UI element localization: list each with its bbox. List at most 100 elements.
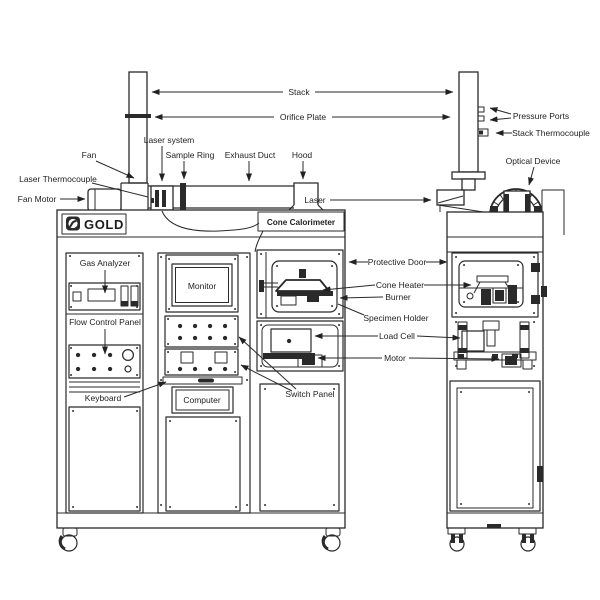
front-casters xyxy=(58,527,341,552)
svg-text:Switch Panel: Switch Panel xyxy=(285,389,334,399)
svg-text:Gas Analyzer: Gas Analyzer xyxy=(80,258,131,268)
stack-right xyxy=(451,71,489,191)
label-sample-ring: Sample Ring xyxy=(166,150,215,180)
optical-device-dome xyxy=(489,188,565,235)
label-burner: Burner xyxy=(339,292,411,302)
label-load-cell: Load Cell xyxy=(314,331,461,341)
door-hinge-upper xyxy=(531,263,540,272)
flow-knob-small xyxy=(124,365,132,373)
label-keyboard: Keyboard xyxy=(85,381,167,403)
fan-motor-body xyxy=(87,188,122,212)
load-cell-side xyxy=(461,330,485,352)
side-view xyxy=(436,71,565,552)
front-cabinet xyxy=(56,209,346,529)
brand-text: GOLD xyxy=(84,217,124,232)
left-column xyxy=(65,252,144,514)
front-view: GOLD Cone Calorimeter xyxy=(56,71,346,552)
svg-text:Stack: Stack xyxy=(288,87,310,97)
label-stack-thermocouple: Stack Thermocouple xyxy=(495,128,590,138)
title-text: Cone Calorimeter xyxy=(267,218,336,227)
side-chamber xyxy=(451,252,547,370)
label-laser-thermocouple: Laser Thermocouple xyxy=(19,174,149,198)
svg-text:Protective Door: Protective Door xyxy=(368,257,427,267)
title-box: Cone Calorimeter xyxy=(257,211,345,232)
door-hinge-lower xyxy=(531,295,540,304)
label-exhaust-duct: Exhaust Duct xyxy=(225,150,276,182)
svg-text:Specimen Holder: Specimen Holder xyxy=(363,313,428,323)
monitor-screen xyxy=(175,267,229,303)
label-motor: Motor xyxy=(317,353,500,363)
label-flow-control-panel: Flow Control Panel xyxy=(69,317,141,355)
svg-text:Load Cell: Load Cell xyxy=(379,331,415,341)
svg-text:Fan: Fan xyxy=(82,150,97,160)
protective-door-side xyxy=(458,260,524,308)
keyboard-tray xyxy=(162,376,243,385)
laser-system-device xyxy=(150,185,174,211)
svg-text:Laser Thermocouple: Laser Thermocouple xyxy=(19,174,97,184)
left-door xyxy=(68,406,141,512)
label-optical-device: Optical Device xyxy=(506,156,561,186)
label-protective-door: Protective Door xyxy=(348,257,448,267)
right-door xyxy=(259,383,340,512)
label-gas-analyzer: Gas Analyzer xyxy=(80,258,131,294)
svg-text:Sample Ring: Sample Ring xyxy=(166,150,215,160)
svg-text:Optical Device: Optical Device xyxy=(506,156,561,166)
sample-ring-body xyxy=(180,183,186,210)
keyboard-tray-handle xyxy=(198,378,214,383)
front-screws xyxy=(69,253,341,508)
monitor-label: Monitor xyxy=(188,281,217,291)
right-column xyxy=(256,249,344,512)
fan-housing xyxy=(87,182,149,212)
orifice-plate-left xyxy=(125,114,151,118)
svg-text:Laser system: Laser system xyxy=(144,135,195,145)
side-door xyxy=(449,380,543,528)
switch-panel-b xyxy=(164,348,239,376)
svg-text:Hood: Hood xyxy=(292,150,313,160)
label-fan-motor: Fan Motor xyxy=(18,194,86,204)
callout-labels: Stack Orifice Plate Laser system Fan Sam… xyxy=(18,87,591,403)
laser-device-side xyxy=(436,189,491,214)
side-casters xyxy=(447,527,537,552)
label-hood: Hood xyxy=(292,150,313,180)
switch-panel-a xyxy=(164,315,239,348)
label-stack: Stack xyxy=(151,87,454,97)
door-latch xyxy=(541,286,547,297)
pressure-port-upper xyxy=(477,106,485,113)
load-cell-side-assembly xyxy=(453,320,537,370)
rack-strips xyxy=(69,381,140,393)
burner-front xyxy=(307,296,319,302)
pressure-port-lower xyxy=(477,115,485,122)
motor-side xyxy=(501,353,522,368)
chamber-lower xyxy=(256,320,344,372)
optical-device-bracket xyxy=(541,189,565,235)
label-cone-heater: Cone Heater xyxy=(322,280,472,293)
svg-text:Pressure Ports: Pressure Ports xyxy=(513,111,569,121)
svg-text:Orifice Plate: Orifice Plate xyxy=(280,112,327,122)
stack-flange xyxy=(451,171,486,180)
side-door-handle xyxy=(537,466,543,482)
label-fan: Fan xyxy=(82,150,135,179)
stack-left xyxy=(125,71,151,184)
svg-text:Flow Control Panel: Flow Control Panel xyxy=(69,317,141,327)
laser-thermocouple-dot xyxy=(151,198,154,203)
side-cabinet xyxy=(446,211,544,529)
load-cell-front xyxy=(270,328,312,353)
svg-text:Fan Motor: Fan Motor xyxy=(18,194,57,204)
monitor-unit: Monitor xyxy=(165,254,239,313)
label-laser: Laser xyxy=(304,195,432,205)
flow-buttons xyxy=(75,352,113,372)
label-pressure-ports: Pressure Ports xyxy=(489,107,569,123)
specimen-holder-front xyxy=(277,291,333,296)
gold-logo: GOLD xyxy=(61,213,127,235)
hood-body xyxy=(288,182,324,211)
cone-heater-side xyxy=(459,275,523,305)
middle-door xyxy=(165,416,241,512)
switch-buttons-a xyxy=(177,323,228,341)
svg-text:Exhaust Duct: Exhaust Duct xyxy=(225,150,276,160)
svg-text:Laser: Laser xyxy=(304,195,325,205)
svg-text:Stack Thermocouple: Stack Thermocouple xyxy=(512,128,590,138)
side-screws xyxy=(455,256,536,505)
svg-text:Keyboard: Keyboard xyxy=(85,393,122,403)
